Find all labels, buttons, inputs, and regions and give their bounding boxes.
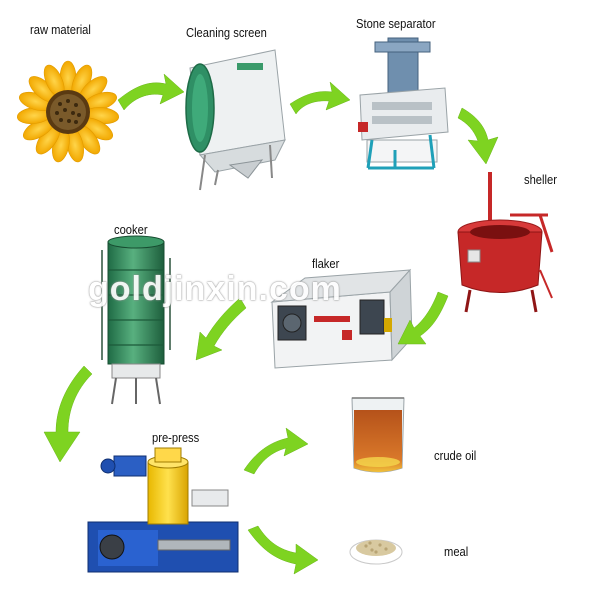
label-pre-press: pre-press (152, 430, 200, 445)
label-cleaning-screen: Cleaning screen (186, 25, 267, 40)
arrow-cooker-to-prepress (43, 365, 93, 463)
pre-press-machine (87, 447, 239, 573)
sunflower-image (16, 60, 120, 163)
cooker-machine (101, 235, 171, 405)
arrow-prepress-to-meal (247, 525, 319, 575)
label-sheller: sheller (524, 172, 557, 187)
arrow-cleaning-to-stone (289, 81, 351, 115)
arrow-prepress-to-crude-oil (243, 427, 309, 475)
label-meal: meal (444, 544, 469, 559)
crude-oil-beaker-image (351, 397, 405, 473)
arrow-flaker-to-cooker (195, 297, 247, 361)
label-stone-separator: Stone separator (356, 16, 436, 31)
arrow-stone-to-sheller (457, 107, 499, 165)
label-raw-material: raw material (30, 22, 91, 37)
arrow-sheller-to-flaker (397, 291, 449, 345)
label-flaker: flaker (312, 256, 340, 271)
meal-dish-image (349, 539, 403, 565)
label-crude-oil: crude oil (434, 448, 477, 463)
arrow-raw-to-cleaning (117, 73, 185, 111)
label-cooker: cooker (114, 222, 148, 237)
watermark-text: goldjinxin.com (88, 270, 342, 308)
cleaning-screen-machine (185, 49, 286, 191)
sheller-machine (457, 172, 554, 313)
stone-separator-machine (358, 37, 449, 170)
